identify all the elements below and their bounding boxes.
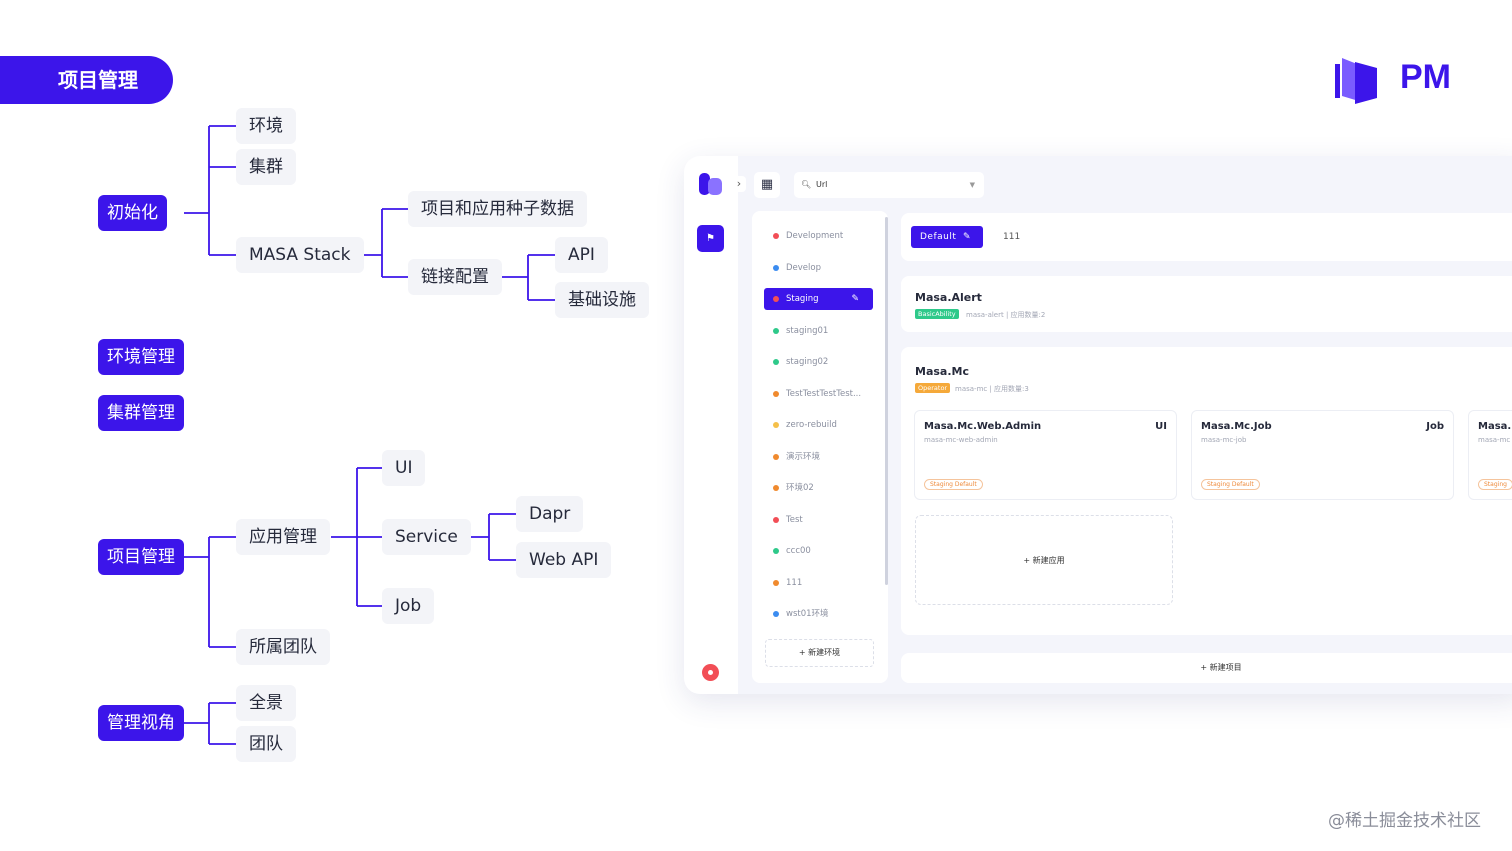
env-item[interactable]: Development	[764, 225, 873, 247]
search-input[interactable]: 🔍︎ Url ▼	[794, 172, 984, 198]
node-mgmt-view: 管理视角	[98, 705, 184, 741]
env-item[interactable]: ccc00	[764, 540, 873, 562]
app-card[interactable]: Masa.Mc.Web.Admin UI masa-mc-web-admin S…	[914, 410, 1177, 500]
node-link-config: 链接配置	[408, 259, 502, 295]
env-item[interactable]: zero-rebuild	[764, 414, 873, 436]
env-item-active[interactable]: Staging✎	[764, 288, 873, 310]
cluster-count: 111	[1003, 232, 1021, 242]
node-team-view: 团队	[236, 726, 296, 762]
node-app-mgmt: 应用管理	[236, 519, 330, 555]
node-project-mgmt: 项目管理	[98, 539, 184, 575]
node-cluster-mgmt: 集群管理	[98, 395, 184, 431]
flag-icon[interactable]: ⚑	[697, 225, 724, 252]
node-job: Job	[382, 588, 435, 624]
env-item[interactable]: staging02	[764, 351, 873, 373]
search-value: Url	[816, 180, 828, 189]
node-ui: UI	[382, 450, 426, 486]
project-meta: masa-mc | 应用数量:3	[955, 385, 1029, 393]
status-badge: Staging	[1478, 479, 1512, 490]
new-project-button[interactable]: + 新建项目	[901, 653, 1512, 683]
node-web-api: Web API	[516, 542, 612, 578]
app-card[interactable]: Masa.M masa-mc Staging	[1468, 410, 1512, 500]
env-scrollbar[interactable]	[885, 217, 888, 585]
node-cluster: 集群	[236, 149, 296, 185]
node-masa-stack: MASA Stack	[236, 237, 364, 273]
node-seed-data: 项目和应用种子数据	[408, 191, 587, 227]
env-item[interactable]: 环境02	[764, 477, 873, 499]
environment-list: Development Develop Staging✎ staging01 s…	[752, 211, 888, 683]
status-badge: Staging Default	[924, 479, 983, 490]
chevron-right-icon[interactable]: ›	[732, 176, 746, 192]
edit-icon[interactable]: ✎	[851, 294, 859, 304]
env-item[interactable]: 111	[764, 572, 873, 594]
env-item[interactable]: Develop	[764, 257, 873, 279]
pm-logo-icon	[1335, 58, 1377, 104]
search-icon: 🔍︎	[801, 180, 812, 189]
app-window: ⚑ › ▦ 🔍︎ Url ▼ Development Develop Stagi…	[684, 156, 1512, 694]
node-panorama: 全景	[236, 685, 296, 721]
env-item[interactable]: 演示环境	[764, 446, 873, 468]
app-logo-icon	[699, 173, 722, 195]
edit-icon: ✎	[962, 232, 971, 242]
page-title: 项目管理	[0, 56, 173, 104]
node-env-mgmt: 环境管理	[98, 339, 184, 375]
new-environment-button[interactable]: + 新建环境	[765, 639, 874, 667]
node-init: 初始化	[98, 195, 167, 231]
new-app-button[interactable]: + 新建应用	[915, 515, 1173, 605]
mindmap-connectors	[184, 125, 555, 745]
node-team: 所属团队	[236, 629, 330, 665]
node-dapr: Dapr	[516, 496, 584, 532]
brand-name: PM	[1400, 58, 1451, 96]
app-card[interactable]: Masa.Mc.Job Job masa-mc-job Staging Defa…	[1191, 410, 1454, 500]
cluster-default-button[interactable]: Default✎	[911, 226, 983, 248]
env-item[interactable]: Test	[764, 509, 873, 531]
node-api: API	[555, 237, 608, 273]
env-item[interactable]: wst01环境	[764, 603, 873, 625]
dashboard-icon[interactable]: ▦	[754, 172, 780, 198]
record-icon[interactable]	[702, 664, 719, 681]
project-tag: Operator	[915, 383, 951, 393]
node-infra: 基础设施	[555, 282, 649, 318]
project-tag: BasicAbility	[915, 309, 959, 319]
env-item[interactable]: staging01	[764, 320, 873, 342]
env-item[interactable]: TestTestTestTest...	[764, 383, 873, 405]
node-service: Service	[382, 519, 471, 555]
cluster-bar: Default✎ 111	[901, 213, 1512, 261]
project-card[interactable]: Masa.Mc Operator masa-mc | 应用数量:3 Masa.M…	[901, 347, 1512, 635]
project-meta: masa-alert | 应用数量:2	[966, 311, 1046, 319]
node-env: 环境	[236, 108, 296, 144]
side-rail: ⚑	[684, 156, 738, 694]
watermark: @稀土掘金技术社区	[1328, 811, 1481, 831]
status-badge: Staging Default	[1201, 479, 1260, 490]
chevron-down-icon: ▼	[969, 181, 975, 189]
project-card[interactable]: Masa.Alert BasicAbility masa-alert | 应用数…	[901, 276, 1512, 332]
